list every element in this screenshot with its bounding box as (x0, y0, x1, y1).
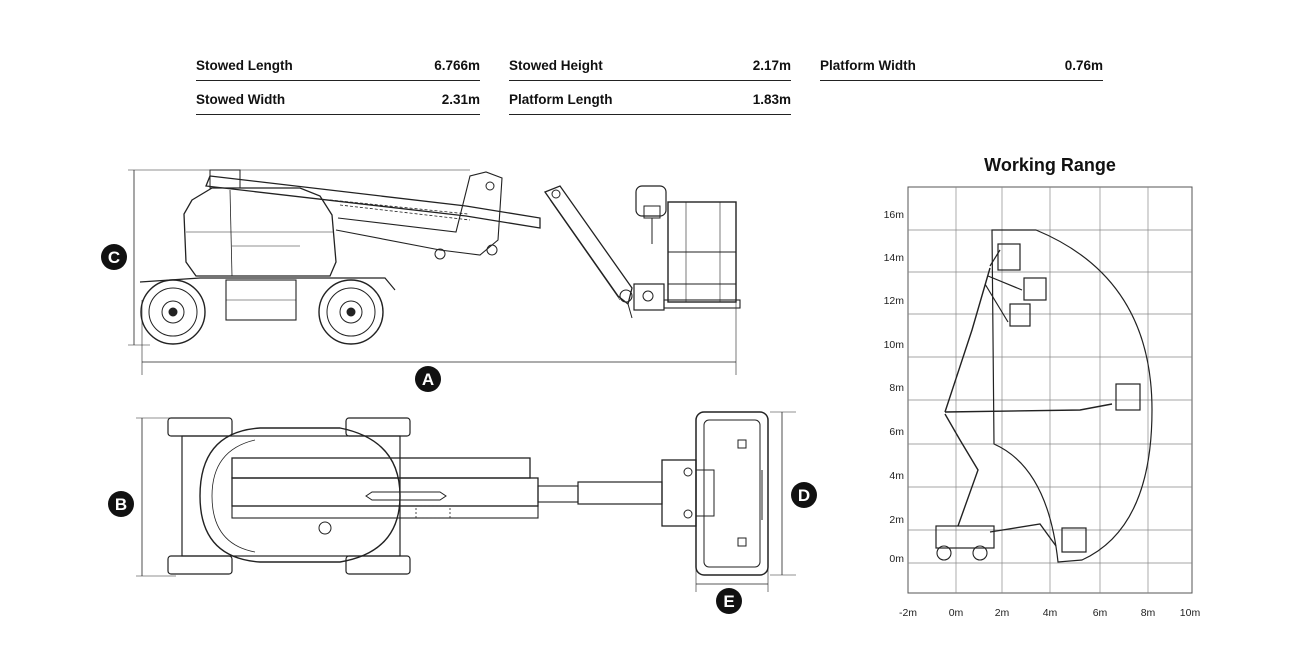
spec-platform-length: Platform Length 1.83m (509, 84, 791, 115)
y-tick-8m: 8m (889, 382, 904, 394)
spec-label: Platform Length (509, 91, 613, 107)
spec-value: 0.76m (1064, 57, 1103, 73)
x-tick-10m: 10m (1179, 607, 1201, 619)
working-range-title: Working Range (984, 155, 1116, 175)
y-tick-4m: 4m (889, 470, 904, 482)
x-tick-6m: 6m (1092, 607, 1108, 619)
y-tick-10m: 10m (883, 339, 904, 351)
y-tick-16m: 16m (883, 209, 904, 221)
spec-value: 6.766m (434, 57, 480, 73)
x-tick-8m: 8m (1140, 607, 1156, 619)
range-machine-positions (935, 243, 1141, 561)
spec-stowed-length: Stowed Length 6.766m (196, 50, 480, 81)
side-view (128, 169, 741, 375)
spec-label: Stowed Length (196, 57, 293, 73)
y-tick-6m: 6m (889, 426, 904, 438)
spec-table: Stowed Length 6.766m Stowed Height 2.17m… (196, 50, 1106, 120)
marker-e: E (716, 588, 742, 614)
y-tick-14m: 14m (883, 252, 904, 264)
spec-stowed-height: Stowed Height 2.17m (509, 50, 791, 81)
marker-d: D (791, 482, 817, 508)
x-tick-0m: 0m (948, 607, 964, 619)
x-tick-2m: 2m (994, 607, 1010, 619)
x-tick-4m: 4m (1042, 607, 1058, 619)
spec-value: 2.31m (441, 91, 480, 107)
y-tick-2m: 2m (889, 514, 904, 526)
spec-label: Platform Width (820, 57, 916, 73)
working-envelope (991, 229, 1153, 563)
marker-b: B (108, 491, 134, 517)
spec-stowed-width: Stowed Width 2.31m (196, 84, 480, 115)
spec-platform-width: Platform Width 0.76m (820, 50, 1103, 81)
y-tick-12m: 12m (883, 295, 904, 307)
y-tick-0m: 0m (889, 553, 904, 565)
x-tick-neg2m: -2m (898, 607, 918, 619)
spec-value: 2.17m (752, 57, 791, 73)
spec-label: Stowed Height (509, 57, 603, 73)
top-view (136, 411, 796, 592)
spec-label: Stowed Width (196, 91, 286, 107)
working-range-grid (907, 186, 1193, 594)
marker-c: C (101, 244, 127, 270)
marker-a: A (415, 366, 441, 392)
spec-value: 1.83m (752, 91, 791, 107)
